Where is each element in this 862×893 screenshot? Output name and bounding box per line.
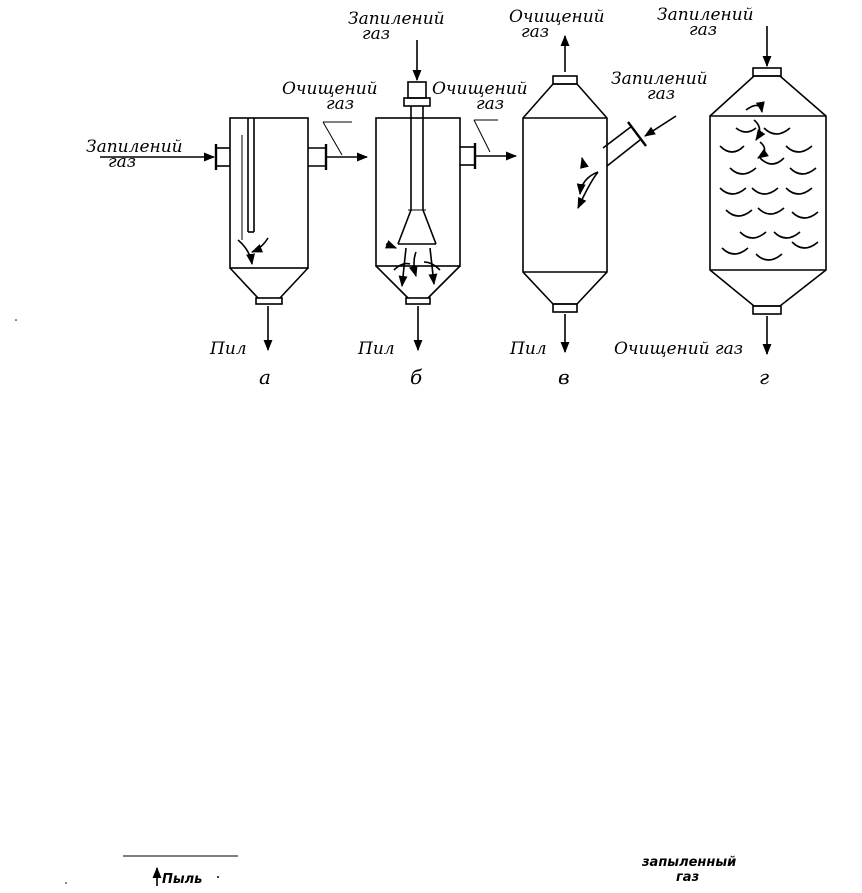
separator-b-inlet-nozzle bbox=[407, 81, 427, 99]
separator-c-inlet-flange bbox=[627, 121, 647, 147]
flow-arrow bbox=[250, 237, 269, 253]
flow-arrow bbox=[398, 247, 408, 288]
separator-a bbox=[100, 117, 369, 352]
flow-arrow bbox=[237, 239, 256, 266]
label-a-letter: а bbox=[259, 365, 271, 389]
flow-arrow bbox=[393, 262, 411, 271]
separator-a-body bbox=[229, 117, 309, 269]
separator-a-cone-right bbox=[279, 267, 309, 299]
separator-b bbox=[375, 40, 518, 352]
separator-c-body bbox=[522, 83, 608, 305]
label-b-letter: б bbox=[410, 365, 423, 389]
flow-arrow bbox=[745, 101, 765, 114]
label-b-dust: Пил bbox=[357, 339, 395, 359]
flow-arrow bbox=[576, 171, 599, 196]
footer-dusty-gas-line1: запыленный bbox=[641, 855, 736, 870]
separator-c bbox=[522, 34, 677, 354]
footer-dusty-gas-line2: газ bbox=[676, 870, 699, 885]
separator-d-baffles bbox=[719, 127, 819, 261]
separator-a-cone-left bbox=[229, 267, 259, 299]
separator-d-bottom-flange bbox=[752, 305, 782, 315]
label-d-letter: г bbox=[759, 365, 769, 389]
flow-arrow bbox=[428, 247, 438, 286]
separator-d bbox=[709, 26, 827, 356]
flow-arrow bbox=[423, 261, 441, 271]
separator-c-top-flange bbox=[552, 75, 578, 85]
separator-b-cone-left bbox=[375, 265, 409, 299]
flow-arrow bbox=[580, 156, 589, 169]
label-c-letter: в bbox=[558, 365, 570, 389]
label-d-outlet: Очищений газ bbox=[614, 339, 743, 359]
separator-c-dust-flange bbox=[552, 303, 578, 313]
flow-arrow bbox=[577, 171, 599, 210]
separator-b-body bbox=[375, 117, 461, 267]
footer-dust-label: Пыль bbox=[162, 872, 202, 887]
separator-d-top-flange bbox=[752, 67, 782, 77]
inlet-arrow-c bbox=[644, 115, 677, 137]
label-c-dust: Пил bbox=[509, 339, 547, 359]
separator-b-dust-flange bbox=[405, 297, 431, 305]
footer-remnants: Пыль запыленный газ bbox=[15, 319, 736, 887]
flow-arrow bbox=[408, 251, 418, 278]
flow-arrow bbox=[757, 141, 769, 159]
separator-a-dust-flange bbox=[255, 297, 283, 305]
flow-arrow bbox=[753, 119, 766, 141]
separator-b-cone-right bbox=[427, 265, 461, 299]
flow-arrow bbox=[384, 240, 398, 249]
label-a-dust: Пил bbox=[209, 339, 247, 359]
